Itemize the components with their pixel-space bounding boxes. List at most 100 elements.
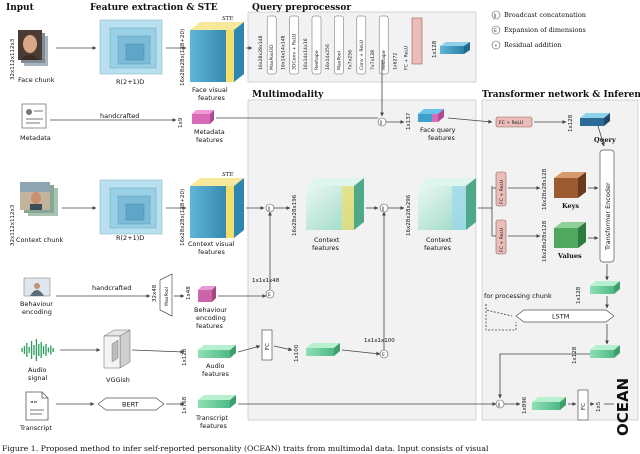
face-chunk-icon [18,30,48,66]
processing-label: for processing chunk [484,292,552,300]
query-op-block [311,15,322,75]
ste-label-context: STE [222,172,233,178]
text-dim: 1x768 [182,396,188,414]
lstm-block [515,309,615,323]
final-features-block [532,397,566,410]
beh-expand-dim: 1x1x1x48 [252,278,280,284]
fc-relu-query-block [495,116,533,128]
query-layer-label: 3DConv + ReLU [292,34,298,70]
multimodality-panel [247,99,477,421]
query-op-block [378,15,389,75]
ctx2-label-1: Context [426,236,452,244]
final-dim: 1x896 [522,396,528,414]
svg-text:““: ““ [30,401,38,407]
ctx1-label-2: features [312,244,339,252]
transformer-encoder-block [599,149,615,263]
ctx1-label-1: Context [314,236,340,244]
query-op-block [289,15,299,75]
context-out-dim: 16x28x28x(128+20) [180,189,186,246]
query-vector-block [580,113,610,126]
expand-dim: 1x1x1x100 [364,338,395,344]
maxpool-block [159,273,173,317]
header-query: Query preprocessor [252,3,351,13]
fc-block-final [577,389,589,421]
encoder-label: Transformer Encoder [604,182,612,251]
metadata-features-block [192,110,214,124]
svg-text:E: E [494,28,497,34]
meta-feat-label-2: features [196,136,223,144]
r21d-face-block [99,19,163,75]
multi-fc-output-block [306,343,340,356]
query-op-block [356,15,367,75]
query-layer-label: Reshape [314,50,320,70]
face-query-label-2: features [428,134,455,142]
query-layer-label: FC + ReLU [404,46,410,70]
behaviour-features-block [198,286,216,302]
svg-text:||: || [382,206,385,212]
lstm-label: LSTM [552,313,569,321]
svg-text:||: || [380,120,383,126]
query-out-dim: 1x128 [432,40,438,58]
fc-out-dim: 1x100 [294,344,300,362]
face-visual-features-tensor [190,22,244,82]
r21d-context-block [99,179,163,235]
fc-final-label: FC [581,403,587,410]
values-label: Values [557,252,582,260]
context-visual-label-2: features [198,248,225,256]
lstm-output-block [590,345,620,358]
fc-relu-k-label: FC + ReLU [499,180,505,204]
query-layer-label: 16x14x14x16 [303,38,309,70]
keys-cube [554,172,586,198]
fc-relu-v-label: FC + ReLU [499,228,505,252]
legend-expansion-symbol [491,25,501,35]
svg-text:||: || [268,206,271,212]
audio-dim: 1x128 [182,348,188,366]
svg-text:E: E [382,352,385,358]
query-op-block [334,15,344,75]
transformer-panel [481,99,639,421]
audio-label-1: Audio [28,366,46,374]
behaviour-icon [23,277,51,297]
legend-broadcast: Broadcast concatenation [504,11,586,19]
query-layer-label: Reshape [381,50,387,70]
legend-residual-symbol [491,40,501,50]
context-chunk-label: Context chunk [16,236,63,244]
maxpool-label: MaxPool [164,287,170,306]
header-feature: Feature extraction & STE [90,3,218,13]
face-visual-label-1: Face visual [192,86,228,94]
ste-label-face: STE [222,16,233,22]
query-op-block [266,15,277,75]
legend-expansion: Expansion of dimensions [504,26,586,34]
legend: || Broadcast concatenation E Expansion o… [491,10,586,50]
meta-feat-label-1: Metadata [194,128,225,136]
audio-feat-label-2: features [202,370,229,378]
transcript-label: Transcript [19,424,52,432]
fc-block-multi [261,329,273,361]
beh-feat-label-1: Behaviour [194,306,227,314]
bert-block [97,397,165,411]
header-transformer: Transformer network & Inference [482,90,640,100]
query-layer-label: 7x7x256 [348,50,354,70]
legend-residual: Residual addition [504,41,562,49]
context-features-1-tensor [306,178,364,230]
k-dim: 16x28x28x128 [542,168,548,210]
face-dim: 32x112x112x3 [10,38,16,80]
svg-text:+: + [494,43,498,49]
svg-text:||: || [494,13,497,19]
fc-relu-keys-block [495,171,507,207]
vggish-block [103,329,131,369]
ctx2-dim: 16x28x28x296 [406,194,412,236]
svg-text:E: E [268,292,271,298]
metadata-icon [21,103,47,129]
handcrafted-meta: handcrafted [100,112,139,120]
beh-dim: 32x48 [152,284,158,302]
context-features-2-tensor [418,178,476,230]
fc-multi-label: FC [265,343,271,350]
audio-label-2: signal [28,374,47,382]
connectors [50,46,614,406]
query-fc-relu-block [411,17,423,65]
context-dim: 32x112x112x3 [10,204,16,246]
audio-features-block [198,345,236,358]
